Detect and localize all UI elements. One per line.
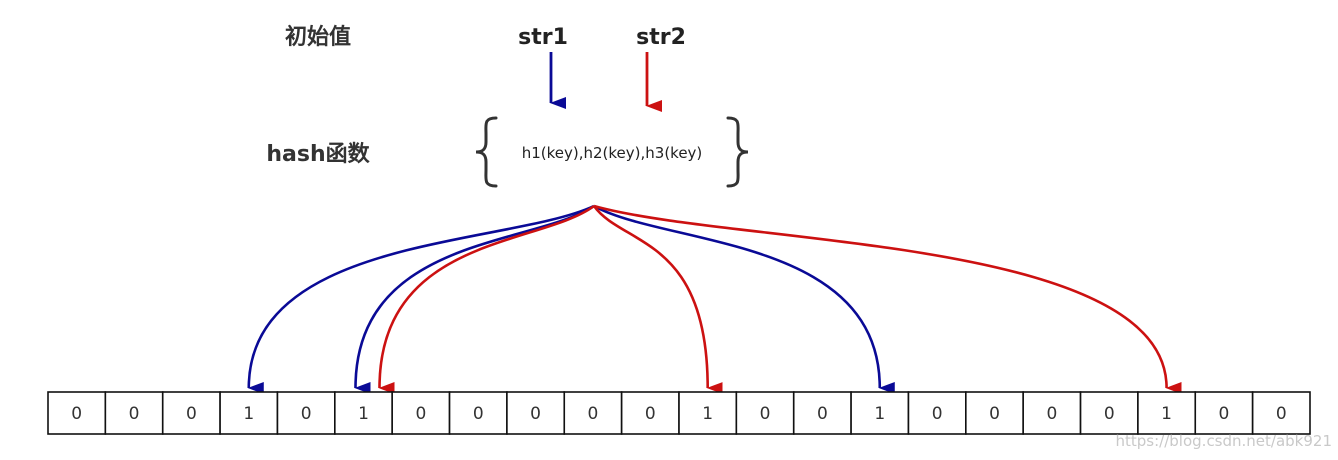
left-brace-icon — [475, 116, 498, 188]
bit-value: 0 — [186, 404, 197, 424]
bit-value: 0 — [1219, 404, 1230, 424]
bit-value: 0 — [71, 404, 82, 424]
str2-label: str2 — [636, 25, 686, 50]
bit-cell — [620, 391, 680, 435]
bit-value: 0 — [760, 404, 771, 424]
bit-cell — [334, 391, 393, 435]
bit-cell — [1022, 391, 1082, 435]
str2-mapping-arrow — [378, 204, 595, 395]
bit-value: 0 — [1104, 404, 1115, 424]
bit-cell — [563, 391, 623, 435]
str1-mapping-arrow — [593, 204, 895, 394]
initial-value-label: 初始值 — [285, 24, 351, 50]
bit-value: 0 — [1046, 404, 1057, 424]
bit-value: 1 — [1161, 404, 1172, 424]
bit-value: 0 — [989, 404, 1000, 424]
watermark-text: https://blog.csdn.net/abk921 — [1116, 432, 1332, 450]
bit-cell — [104, 391, 164, 435]
hash-mapping-arrows — [247, 204, 1182, 395]
str1-mapping-arrow — [354, 204, 595, 395]
bit-value: 0 — [817, 404, 828, 424]
bit-value: 1 — [358, 404, 369, 424]
hash-function-text: h1(key),h2(key),h3(key) — [522, 144, 703, 162]
bit-value: 0 — [301, 404, 312, 424]
bit-value: 1 — [874, 404, 885, 424]
bit-value: 0 — [645, 404, 656, 424]
bit-value: 0 — [932, 404, 943, 424]
bit-cell — [1194, 391, 1254, 435]
bit-cell — [47, 391, 107, 435]
right-brace-icon — [726, 116, 749, 188]
str1-mapping-arrow — [247, 204, 595, 395]
bit-cell — [219, 391, 279, 435]
bit-cell — [792, 391, 852, 435]
bit-cell — [161, 391, 221, 435]
bit-value: 0 — [1276, 404, 1287, 424]
bit-cell — [1079, 391, 1139, 435]
bit-value: 0 — [415, 404, 426, 424]
bit-value: 0 — [473, 404, 484, 424]
str1-label: str1 — [518, 25, 568, 50]
bit-value: 0 — [530, 404, 541, 424]
bit-value: 1 — [243, 404, 254, 424]
bit-cell — [678, 391, 738, 435]
bit-value: 0 — [588, 404, 599, 424]
bit-array: 0 0 0 1 0 1 0 0 0 0 0 1 0 0 1 0 0 0 0 1 0 0 — [47, 391, 1311, 435]
bit-cell — [1251, 391, 1311, 435]
bit-value: 1 — [702, 404, 713, 424]
bit-value: 0 — [129, 404, 140, 424]
hash-functions-label: hash函数 — [266, 141, 370, 167]
bit-cell — [735, 391, 795, 435]
str2-mapping-arrow — [592, 205, 723, 394]
str2-mapping-arrow — [593, 204, 1182, 394]
